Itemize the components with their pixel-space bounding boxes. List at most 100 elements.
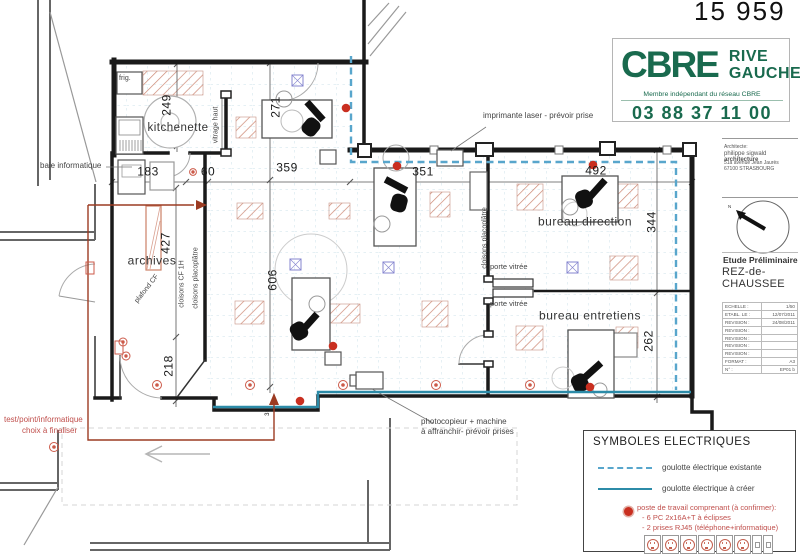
tb-label: ECHELLE : <box>722 302 762 311</box>
room-label-kitchenette: kitchenette <box>147 121 209 134</box>
tb-value: EP01 b <box>760 365 799 375</box>
vitrage-haut-label: vitrage haut <box>212 106 220 144</box>
test-informatique-label-line1: test/point/informatique <box>4 415 83 424</box>
table-row: REVISION : <box>722 325 799 335</box>
workstation-line3: - 2 prises RJ45 (téléphone+informatique) <box>642 523 779 533</box>
tb-value: 12/07/2011 <box>760 309 799 319</box>
drawing-number: 15 959 <box>694 0 786 26</box>
porte-vitree-label-2: porte vitrée <box>490 299 528 308</box>
table-row: ETABL. LE :12/07/2011 <box>722 309 799 319</box>
table-row: REVISION :24/08/2011 <box>722 317 799 327</box>
dim-262: 262 <box>641 330 656 352</box>
leader-lines <box>106 126 487 424</box>
rj45-jack-icon <box>763 535 773 554</box>
workstation-line2: - 6 PC 2x16A+T à éclipses <box>642 513 731 523</box>
power-socket-icon <box>680 535 697 554</box>
workstation-dots <box>295 103 598 406</box>
titleblock-separator-3 <box>722 252 798 253</box>
level-title: REZ-de-CHAUSSEE <box>722 266 785 290</box>
cbre-division-line1: RIVE <box>728 48 769 66</box>
tb-label: REVISION : <box>722 325 762 335</box>
desk-2 <box>373 144 417 247</box>
tb-value <box>760 341 799 351</box>
fridge <box>116 71 143 95</box>
luminaire-symbols <box>289 74 579 274</box>
table-row: FORMAT :A3 <box>722 357 799 367</box>
room-label-archives: archives <box>127 253 177 268</box>
dim-271: 271 <box>268 96 283 118</box>
cloisons-placo-label: cloisons placoplâtre <box>192 247 200 309</box>
tb-label: REVISION : <box>722 333 762 343</box>
tb-label: N° : <box>722 365 762 375</box>
cloisons-cf-label: cloisons CF 1H <box>178 260 186 308</box>
desk-5 <box>551 329 615 399</box>
outlet-strip <box>644 535 773 554</box>
table-row: REVISION : <box>722 341 799 351</box>
photocopieur-label-line1: photocopieur + machine <box>421 417 507 426</box>
dashed-line-icon <box>598 466 652 469</box>
baie-informatique-label: baie informatique <box>40 161 102 170</box>
cbre-logo-block: CBRE RIVE GAUCHE Membre indépendant du r… <box>612 38 800 123</box>
table-row: REVISION : <box>722 333 799 343</box>
desk-3 <box>274 233 348 351</box>
furniture <box>106 71 638 424</box>
titleblock-table: ECHELLE :1/50 ETABL. LE :12/07/2011 REVI… <box>722 302 799 375</box>
legend-existing-label: goulotte électrique existante <box>662 463 762 472</box>
dim-218: 218 <box>161 355 176 377</box>
terrace-outline <box>61 427 518 506</box>
table-row: ECHELLE :1/50 <box>722 302 799 311</box>
workstation-line1: poste de travail comprenant (à confirmer… <box>637 503 777 512</box>
imprimante-label: imprimante laser - prévoir prise <box>483 111 594 120</box>
tb-label: REVISION : <box>722 317 762 327</box>
door-frames <box>220 90 697 368</box>
tb-label: FORMAT : <box>722 357 762 367</box>
tb-value: A3 <box>760 357 799 367</box>
tb-value <box>760 325 799 335</box>
titleblock-separator-2 <box>722 197 798 198</box>
legend-workstation-text: poste de travail comprenant (à confirmer… <box>637 503 778 533</box>
cbre-tagline: Membre indépendant du réseau CBRE <box>621 91 783 101</box>
architect-name: philippe sigwald architecture <box>724 151 800 163</box>
cbre-division-line2: GAUCHE <box>728 65 800 82</box>
cbre-phone: 03 88 37 11 00 <box>631 103 773 123</box>
test-informatique-line <box>87 200 279 441</box>
tb-value <box>760 349 799 359</box>
red-dot-icon <box>624 507 633 516</box>
cloisons-placo2-label: cloisons placoplâtre <box>481 207 489 269</box>
exterior-walls <box>0 0 407 551</box>
dim-359: 359 <box>276 160 298 175</box>
power-socket-icon <box>734 535 751 554</box>
dim-351: 351 <box>412 164 434 179</box>
tb-value: 24/08/2011 <box>760 317 799 327</box>
north-label: N <box>728 204 732 209</box>
rj45-jack-icon <box>752 535 762 554</box>
north-arrow: N <box>726 198 796 256</box>
porte-vitree-label-1: porte vitrée <box>490 262 528 271</box>
desk-1 <box>261 90 333 139</box>
room-label-bureau-entretiens: bureau entretiens <box>539 308 641 323</box>
door-swings <box>58 62 489 399</box>
titleblock-separator-1 <box>722 138 798 139</box>
tb-label: REVISION : <box>722 349 762 359</box>
power-socket-icon <box>716 535 733 554</box>
solid-line-icon <box>598 487 652 490</box>
photocopieur-label-line2: à affranchir- prévoir prises <box>421 427 514 436</box>
laser-printer <box>436 149 464 167</box>
table-row: N° :EP01 b <box>722 365 799 375</box>
walls <box>93 0 714 458</box>
power-socket-icon <box>698 535 715 554</box>
architect-name-regular: philippe sigwald <box>724 151 767 157</box>
power-socket-icon <box>662 535 679 554</box>
goulotte-existing-line <box>349 56 678 390</box>
dim-427: 427 <box>158 232 173 254</box>
dim-344: 344 <box>644 211 659 233</box>
dim-492: 492 <box>585 163 607 178</box>
cbre-brand: CBRE <box>621 44 720 85</box>
dim-249: 249 <box>159 94 174 116</box>
test-informatique-label-line2: choix à finaliser <box>22 426 78 435</box>
room-label-bureau-direction: bureau direction <box>537 214 633 229</box>
tb-value <box>760 333 799 343</box>
dim-606: 606 <box>265 269 280 291</box>
